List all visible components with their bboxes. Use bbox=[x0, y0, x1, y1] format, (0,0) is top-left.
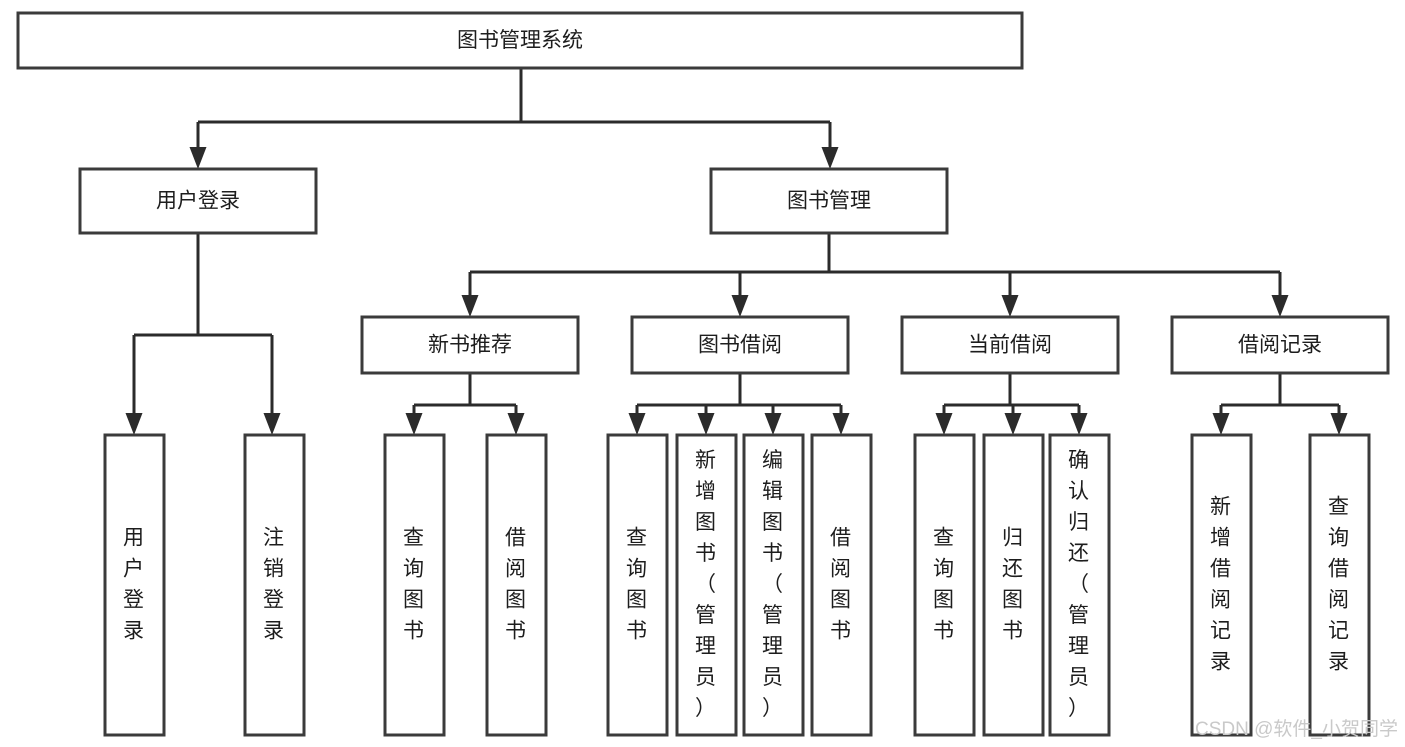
node-label-leaf-confirm-return: 确认归还（管理员） bbox=[1068, 449, 1091, 720]
node-label-root: 图书管理系统 bbox=[457, 29, 583, 52]
node-box-leaf-query-book-1[interactable] bbox=[383, 433, 446, 737]
node-borrow-record[interactable]: 借阅记录 bbox=[1170, 315, 1390, 375]
node-box-book-borrow[interactable] bbox=[630, 315, 850, 375]
node-leaf-return-book[interactable]: 归还图书 bbox=[982, 433, 1045, 737]
borrow-record-leaf-arrow-0-head bbox=[1212, 413, 1230, 435]
node-label-book-manage: 图书管理 bbox=[787, 190, 871, 213]
new-book-recommend-leaf-arrow-1-head bbox=[507, 413, 525, 435]
node-label-book-borrow: 图书借阅 bbox=[698, 334, 782, 357]
node-box-root[interactable] bbox=[16, 11, 1024, 70]
node-box-leaf-query-book-2[interactable] bbox=[606, 433, 669, 737]
node-label-leaf-query-book-3: 查询图书 bbox=[933, 526, 956, 642]
book-borrow-leaf-arrow-1-head bbox=[697, 413, 715, 435]
level3-arrow-2-head bbox=[1001, 295, 1019, 317]
node-label-leaf-query-record: 查询借阅记录 bbox=[1328, 495, 1351, 673]
node-label-borrow-record: 借阅记录 bbox=[1238, 334, 1322, 357]
connector-layer bbox=[125, 68, 1348, 435]
node-leaf-logout[interactable]: 注销登录 bbox=[243, 433, 306, 737]
level3-arrow-0-head bbox=[461, 295, 479, 317]
node-label-leaf-return-book: 归还图书 bbox=[1002, 526, 1025, 642]
book-borrow-leaf-arrow-2-head bbox=[764, 413, 782, 435]
new-book-recommend-leaf-arrow-0-head bbox=[405, 413, 423, 435]
node-leaf-add-book[interactable]: 新增图书（管理员） bbox=[675, 433, 738, 737]
node-label-new-book-recommend: 新书推荐 bbox=[428, 334, 512, 357]
node-new-book-recommend[interactable]: 新书推荐 bbox=[360, 315, 580, 375]
node-label-current-borrow: 当前借阅 bbox=[968, 334, 1052, 357]
node-box-new-book-recommend[interactable] bbox=[360, 315, 580, 375]
node-leaf-query-book-3[interactable]: 查询图书 bbox=[913, 433, 976, 737]
node-user-login[interactable]: 用户登录 bbox=[78, 167, 318, 235]
current-borrow-leaf-arrow-1-head bbox=[1004, 413, 1022, 435]
book-borrow-leaf-arrow-3-head bbox=[832, 413, 850, 435]
node-label-leaf-user-login: 用户登录 bbox=[123, 526, 146, 642]
node-box-leaf-borrow-book-1[interactable] bbox=[485, 433, 548, 737]
node-box-borrow-record[interactable] bbox=[1170, 315, 1390, 375]
node-leaf-edit-book[interactable]: 编辑图书（管理员） bbox=[742, 433, 805, 737]
node-leaf-add-record[interactable]: 新增借阅记录 bbox=[1190, 433, 1253, 737]
node-leaf-user-login[interactable]: 用户登录 bbox=[103, 433, 166, 737]
node-leaf-borrow-book-1[interactable]: 借阅图书 bbox=[485, 433, 548, 737]
level2-arrow-0-head bbox=[189, 147, 207, 169]
node-label-leaf-logout: 注销登录 bbox=[263, 526, 286, 642]
node-box-leaf-add-record[interactable] bbox=[1190, 433, 1253, 737]
node-current-borrow[interactable]: 当前借阅 bbox=[900, 315, 1120, 375]
node-label-leaf-add-book: 新增图书（管理员） bbox=[695, 449, 718, 720]
node-leaf-query-book-2[interactable]: 查询图书 bbox=[606, 433, 669, 737]
node-box-leaf-edit-book[interactable] bbox=[742, 433, 805, 737]
node-box-leaf-logout[interactable] bbox=[243, 433, 306, 737]
node-label-leaf-edit-book: 编辑图书（管理员） bbox=[762, 449, 785, 720]
node-box-leaf-query-book-3[interactable] bbox=[913, 433, 976, 737]
current-borrow-leaf-arrow-2-head bbox=[1070, 413, 1088, 435]
node-box-user-login[interactable] bbox=[78, 167, 318, 235]
node-root[interactable]: 图书管理系统 bbox=[16, 11, 1024, 70]
csdn-watermark: CSDN @软件_小贺同学 bbox=[1195, 718, 1398, 740]
level2-arrow-1-head bbox=[821, 147, 839, 169]
node-box-current-borrow[interactable] bbox=[900, 315, 1120, 375]
borrow-record-leaf-arrow-1-head bbox=[1330, 413, 1348, 435]
node-book-borrow[interactable]: 图书借阅 bbox=[630, 315, 850, 375]
node-box-leaf-return-book[interactable] bbox=[982, 433, 1045, 737]
node-label-leaf-query-book-2: 查询图书 bbox=[626, 526, 649, 642]
node-leaf-query-book-1[interactable]: 查询图书 bbox=[383, 433, 446, 737]
node-label-user-login: 用户登录 bbox=[156, 190, 240, 213]
node-leaf-confirm-return[interactable]: 确认归还（管理员） bbox=[1048, 433, 1111, 737]
node-label-leaf-add-record: 新增借阅记录 bbox=[1210, 495, 1233, 673]
node-label-leaf-query-book-1: 查询图书 bbox=[403, 526, 426, 642]
node-label-leaf-borrow-book-2: 借阅图书 bbox=[830, 526, 853, 642]
node-box-book-manage[interactable] bbox=[709, 167, 949, 235]
node-leaf-query-record[interactable]: 查询借阅记录 bbox=[1308, 433, 1371, 737]
node-box-leaf-confirm-return[interactable] bbox=[1048, 433, 1111, 737]
book-borrow-leaf-arrow-0-head bbox=[628, 413, 646, 435]
current-borrow-leaf-arrow-0-head bbox=[935, 413, 953, 435]
level3-arrow-3-head bbox=[1271, 295, 1289, 317]
node-box-leaf-borrow-book-2[interactable] bbox=[810, 433, 873, 737]
node-box-leaf-user-login[interactable] bbox=[103, 433, 166, 737]
node-label-leaf-borrow-book-1: 借阅图书 bbox=[505, 526, 528, 642]
node-box-leaf-query-record[interactable] bbox=[1308, 433, 1371, 737]
node-leaf-borrow-book-2[interactable]: 借阅图书 bbox=[810, 433, 873, 737]
node-box-leaf-add-book[interactable] bbox=[675, 433, 738, 737]
user-login-leaf-arrow-1-head bbox=[263, 413, 281, 435]
level3-arrow-1-head bbox=[731, 295, 749, 317]
node-layer: 图书管理系统用户登录图书管理新书推荐图书借阅当前借阅借阅记录用户登录注销登录查询… bbox=[16, 11, 1390, 737]
node-book-manage[interactable]: 图书管理 bbox=[709, 167, 949, 235]
user-login-leaf-arrow-0-head bbox=[125, 413, 143, 435]
